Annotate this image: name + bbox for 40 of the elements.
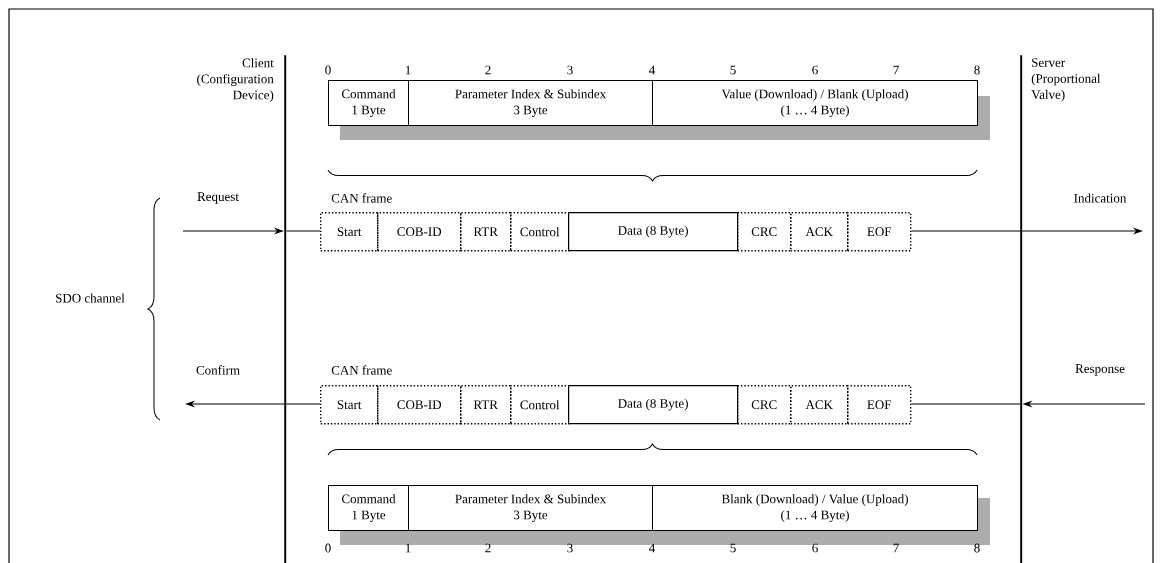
edge-label: Response <box>1074 363 1126 377</box>
edge-label: Request <box>196 191 240 205</box>
frame-label: CAN frame <box>331 365 392 375</box>
byte-number: 7 <box>893 543 899 553</box>
field-box: ACK <box>790 212 849 252</box>
channel-label: SDO channel <box>56 293 125 303</box>
field-box: Value (Download) / Blank (Upload) (1 … 4 Byte) <box>652 80 978 126</box>
node-label: Client (Configuration Device) <box>197 58 274 102</box>
field-box: COB-ID <box>377 385 462 425</box>
byte-number: 8 <box>974 65 980 75</box>
field-box: COB-ID <box>377 212 462 252</box>
field-box: Command 1 Byte <box>328 485 409 531</box>
edge-label: Indication <box>1072 192 1128 204</box>
byte-number: 8 <box>974 543 980 553</box>
data-box: Data (8 Byte) <box>568 385 739 425</box>
node-label: Server (Proportional Valve) <box>1031 58 1101 102</box>
frame-label: CAN frame <box>331 193 392 203</box>
byte-number: 2 <box>485 543 491 553</box>
field-box: Command 1 Byte <box>328 80 409 126</box>
byte-number: 6 <box>812 543 818 553</box>
edge-label: Confirm <box>195 364 242 376</box>
byte-number: 0 <box>325 543 331 553</box>
field-box: Start <box>320 385 379 425</box>
byte-number: 1 <box>405 65 411 75</box>
field-box: RTR <box>460 385 512 425</box>
field-box: ACK <box>790 385 849 425</box>
field-box: CRC <box>737 212 792 252</box>
byte-number: 4 <box>649 65 656 75</box>
byte-number: 0 <box>325 65 331 75</box>
field-box: Start <box>320 212 379 252</box>
byte-number: 4 <box>649 543 656 553</box>
byte-number: 1 <box>405 543 411 553</box>
field-box: EOF <box>847 385 912 425</box>
field-box: CRC <box>737 385 792 425</box>
field-box: EOF <box>847 212 912 252</box>
data-box: Data (8 Byte) <box>568 212 739 252</box>
field-box: RTR <box>460 212 512 252</box>
byte-number: 3 <box>567 543 573 553</box>
byte-number: 5 <box>730 543 736 553</box>
field-box: Blank (Download) / Value (Upload) (1 … 4 Byte) <box>652 485 978 531</box>
